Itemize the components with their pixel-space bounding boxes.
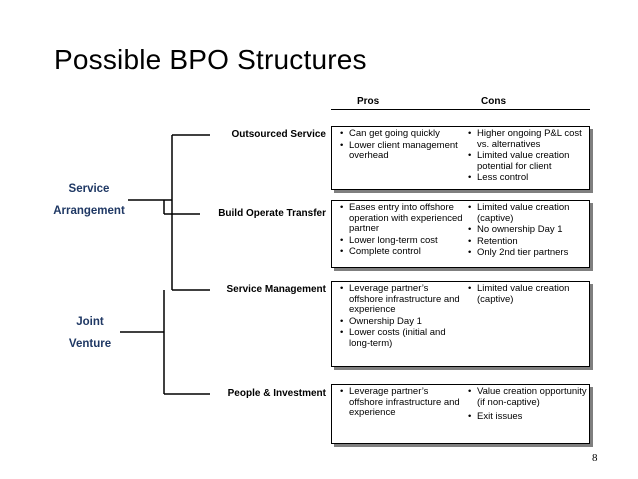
- cons-list: •Value creation opportunity (if non-capt…: [468, 386, 588, 424]
- row-label-people-investment: People & Investment: [227, 388, 326, 399]
- list-item: •Eases entry into offshore operation wit…: [340, 202, 463, 235]
- cons-list: •Higher ongoing P&L cost vs. alternative…: [468, 128, 588, 185]
- list-item: •Value creation opportunity (if non-capt…: [468, 386, 587, 408]
- cons-list: •Limited value creation (captive) •No ow…: [468, 202, 588, 260]
- list-item: •Leverage partner’s offshore infrastruct…: [340, 283, 460, 316]
- list-item: •Higher ongoing P&L cost vs. alternative…: [468, 128, 582, 150]
- list-item: •Exit issues: [468, 411, 523, 423]
- row-box-outsourced-service: •Can get going quickly •Lower client man…: [331, 126, 590, 190]
- row-label-build-operate-transfer: Build Operate Transfer: [218, 208, 326, 219]
- row-box-service-management: •Leverage partner’s offshore infrastruct…: [331, 281, 590, 367]
- page-title: Possible BPO Structures: [54, 44, 367, 75]
- list-item: •Retention: [468, 235, 518, 247]
- list-item: •No ownership Day 1: [468, 224, 563, 236]
- row-box-people-investment: •Leverage partner’s offshore infrastruct…: [331, 384, 590, 444]
- pros-list: •Can get going quickly •Lower client man…: [340, 128, 465, 163]
- cons-header: Cons: [481, 96, 506, 107]
- list-item: •Less control: [468, 172, 529, 184]
- list-item: •Leverage partner’s offshore infrastruct…: [340, 386, 460, 419]
- row-label-outsourced-service: Outsourced Service: [231, 129, 326, 140]
- list-item: •Lower long-term cost: [340, 234, 438, 246]
- category-joint-venture: Joint Venture: [68, 316, 112, 350]
- list-item: •Lower costs (initial and long-term): [340, 327, 446, 349]
- list-item: •Can get going quickly: [340, 128, 440, 139]
- category-service-arrangement: Service Arrangement: [53, 183, 125, 217]
- list-item: •Complete control: [340, 246, 421, 258]
- pros-list: •Leverage partner’s offshore infrastruct…: [340, 283, 465, 351]
- list-item: •Ownership Day 1: [340, 315, 422, 327]
- pros-list: •Eases entry into offshore operation wit…: [340, 202, 465, 259]
- list-item: •Lower client management overhead: [340, 139, 458, 162]
- list-item: •Limited value creation (captive): [468, 283, 570, 305]
- cons-list: •Limited value creation (captive): [468, 283, 588, 306]
- list-item: •Only 2nd tier partners: [468, 247, 569, 259]
- row-label-service-management: Service Management: [226, 284, 327, 295]
- list-item: •Limited value creation (captive): [468, 202, 570, 224]
- row-box-build-operate-transfer: •Eases entry into offshore operation wit…: [331, 200, 590, 268]
- page-number: 8: [592, 452, 598, 464]
- list-item: •Limited value creation potential for cl…: [468, 150, 570, 172]
- pros-list: •Leverage partner’s offshore infrastruct…: [340, 386, 465, 420]
- header-rule: [331, 109, 590, 110]
- pros-header: Pros: [357, 96, 380, 107]
